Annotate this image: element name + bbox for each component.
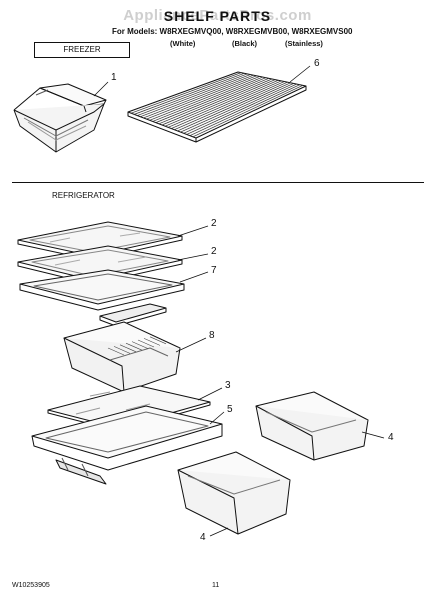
wire-rod	[134, 72, 245, 115]
wire-rod	[161, 78, 273, 126]
crisper-slot	[107, 347, 125, 356]
freezer-section-box: FREEZER	[34, 42, 130, 58]
wire-rod	[174, 81, 285, 131]
callout-part-5: 5	[227, 404, 233, 415]
freezer-label: FREEZER	[63, 45, 101, 54]
variant-white: (White)	[170, 39, 196, 48]
callout-part-2-lower: 2	[211, 246, 217, 257]
wire-rod	[140, 74, 251, 118]
page-title: SHELF PARTS	[163, 8, 272, 24]
part-6-wire-shelf	[127, 71, 307, 143]
callout-leaders	[93, 65, 385, 537]
crisper-slot	[137, 339, 155, 348]
document-number: W10253905	[12, 582, 50, 589]
callout-part-1: 1	[111, 72, 117, 83]
callout-part-2-upper: 2	[211, 218, 217, 229]
callout-part-4-right: 4	[388, 432, 394, 443]
crisper-slot	[113, 346, 131, 354]
variant-black: (Black)	[232, 39, 258, 48]
part-8-crisper-drawer	[63, 321, 181, 393]
wire-rod	[149, 76, 260, 121]
wire-rod	[164, 79, 276, 127]
wire-rod	[146, 75, 257, 120]
wire-rod	[192, 85, 304, 138]
wire-rod	[186, 83, 297, 135]
callout-part-6: 6	[314, 58, 320, 69]
variant-stainless: (Stainless)	[285, 39, 323, 48]
crisper-slot	[131, 341, 149, 349]
wire-rod	[171, 80, 282, 129]
part-4-drawer-lower	[177, 451, 291, 535]
crisper-slot	[125, 342, 143, 351]
crisper-slot	[119, 344, 137, 353]
part-5-crisper-cover-frame	[31, 405, 223, 485]
wire-rod	[183, 83, 294, 134]
wire-rod	[143, 74, 254, 119]
wire-rod	[130, 72, 242, 114]
callout-part-7: 7	[211, 265, 217, 276]
part-1-freezer-basket	[13, 83, 107, 153]
wire-rod	[189, 84, 300, 136]
crisper-slot	[149, 336, 167, 345]
wire-rod	[155, 77, 266, 123]
part-4-drawer-right	[255, 391, 369, 461]
section-divider	[12, 182, 424, 183]
wire-rod	[152, 76, 263, 122]
part-7-shelf-frame	[19, 269, 185, 327]
refrigerator-label: REFRIGERATOR	[52, 191, 115, 200]
wire-rod	[137, 73, 248, 116]
models-line: For Models: W8RXEGMVQ00, W8RXEGMVB00, W8…	[112, 27, 353, 36]
callout-part-8: 8	[209, 330, 215, 341]
callout-part-4-lower: 4	[200, 532, 206, 543]
callout-part-3: 3	[225, 380, 231, 391]
page-number: 11	[212, 582, 220, 589]
crisper-slot	[143, 338, 161, 346]
wire-rod	[158, 78, 270, 125]
wire-rod	[180, 82, 291, 133]
watermark: AppliancePartsPros.com	[123, 7, 312, 24]
wire-rod	[168, 79, 279, 128]
wire-rod	[177, 81, 288, 132]
